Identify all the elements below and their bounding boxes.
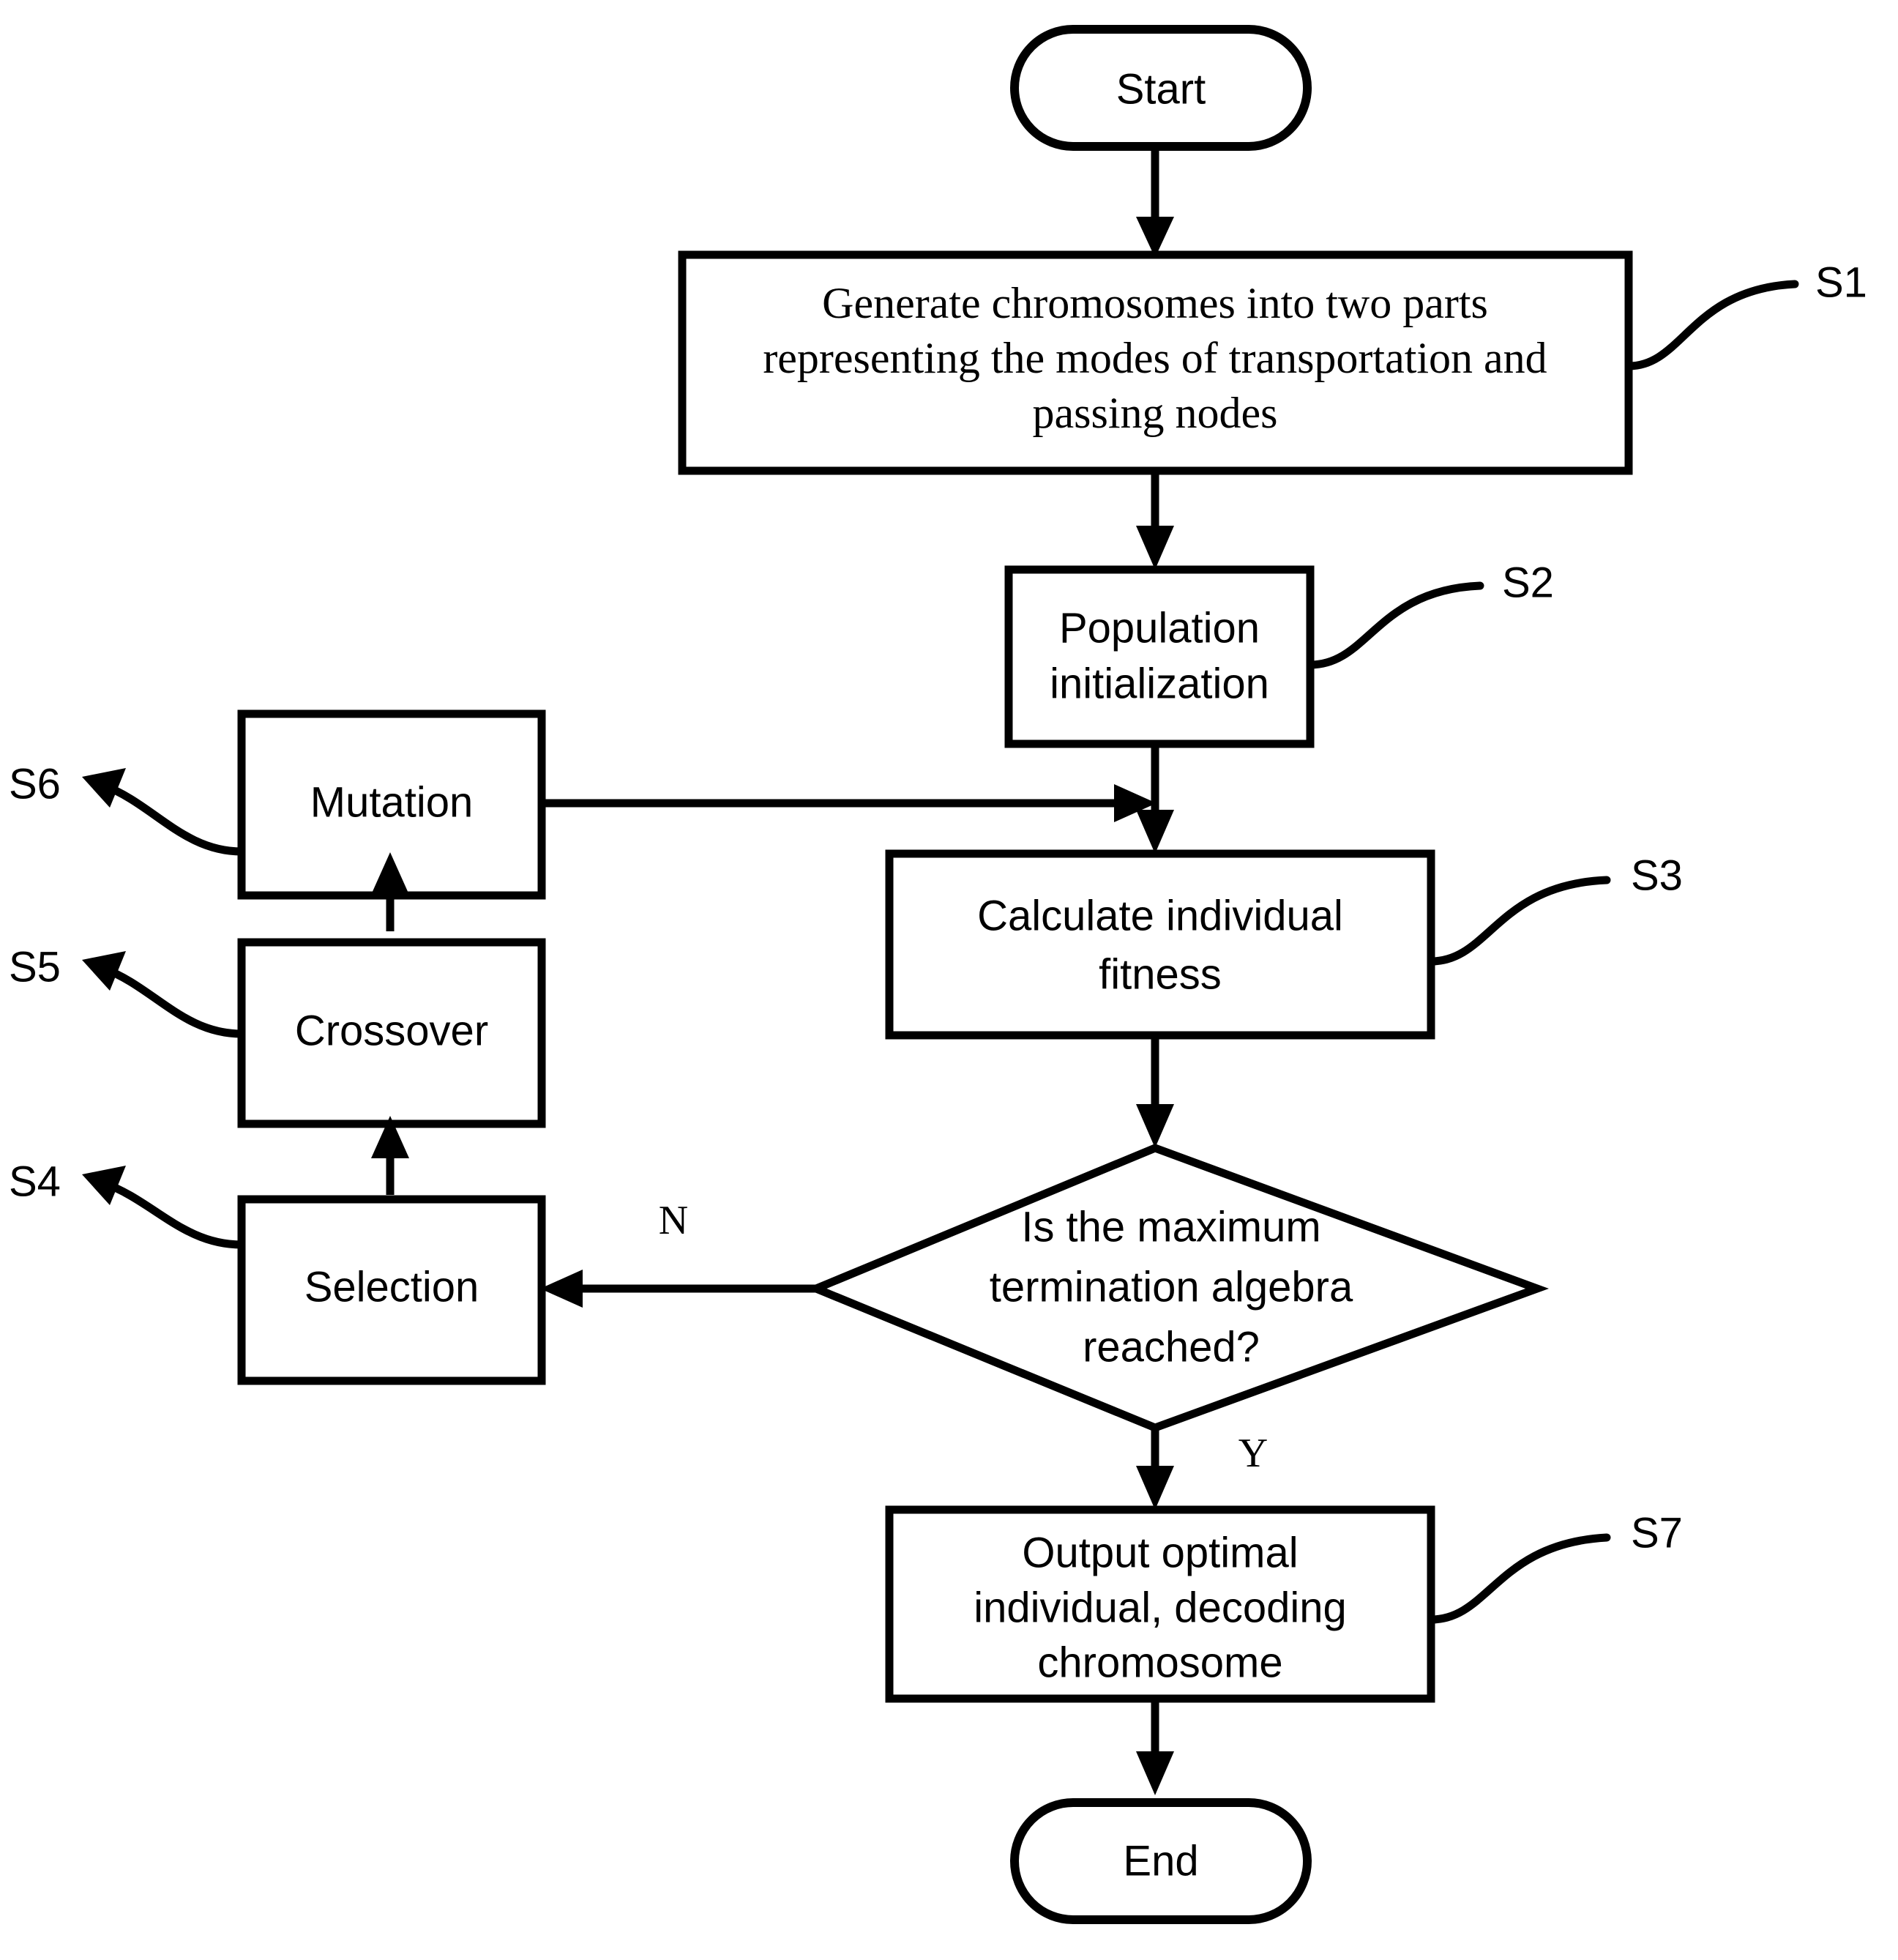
edge-start-to-s1 (1136, 146, 1174, 258)
leader-s1 (1624, 280, 1799, 370)
node-decision-line3: reached? (1083, 1323, 1260, 1371)
step-label-s2: S2 (1502, 559, 1554, 606)
node-s1-line1: Generate chromosomes into two parts (822, 279, 1488, 327)
leader-s7 (1427, 1533, 1611, 1624)
node-s7[interactable]: Output optimal individual, decoding chro… (885, 1505, 1435, 1703)
edge-s3-to-decision (1136, 1035, 1174, 1148)
node-s6-mutation[interactable]: Mutation (237, 709, 546, 900)
edge-decision-to-selection (540, 1270, 816, 1308)
edge-s7-to-end (1136, 1699, 1174, 1795)
node-s2-line2: initialization (1050, 660, 1269, 707)
edge-crossover-to-mutation (371, 852, 409, 931)
node-s4-selection[interactable]: Selection (237, 1195, 546, 1385)
node-decision-line1: Is the maximum (1021, 1203, 1320, 1251)
node-decision[interactable]: Is the maximum termination algebra reach… (805, 1144, 1550, 1432)
leader-s3 (1427, 876, 1611, 966)
node-start[interactable]: Start (1010, 25, 1312, 151)
step-label-s1: S1 (1815, 258, 1867, 306)
node-s1-line3: passing nodes (1033, 389, 1278, 437)
node-s1-line2: representing the modes of transportation… (763, 334, 1547, 382)
edge-s2-to-s3 (1136, 744, 1174, 854)
node-s5-crossover[interactable]: Crossover (237, 938, 546, 1128)
node-s3[interactable]: Calculate individual fitness (885, 849, 1435, 1040)
leader-s2 (1306, 581, 1484, 669)
step-label-s6: S6 (9, 760, 61, 808)
edge-mutation-to-main (542, 784, 1157, 822)
branch-label-no: N (659, 1198, 688, 1243)
node-start-label: Start (1116, 65, 1206, 113)
step-label-s4: S4 (9, 1158, 61, 1205)
node-decision-line2: termination algebra (990, 1263, 1353, 1311)
node-end[interactable]: End (1010, 1798, 1312, 1924)
edge-decision-to-s7 (1136, 1428, 1174, 1510)
edge-selection-to-crossover (371, 1116, 409, 1195)
step-label-s3: S3 (1631, 852, 1683, 899)
node-s1[interactable]: Generate chromosomes into two parts repr… (678, 250, 1633, 475)
node-s7-line3: chromosome (1037, 1639, 1282, 1686)
node-s2-line1: Population (1059, 604, 1260, 652)
node-s3-line1: Calculate individual (977, 892, 1343, 939)
edge-s1-to-s2 (1136, 471, 1174, 570)
leader-s4 (82, 1166, 246, 1249)
node-s6-label: Mutation (310, 778, 473, 826)
node-s2[interactable]: Population initialization (1004, 565, 1315, 748)
leader-s6 (82, 768, 246, 856)
step-label-s7: S7 (1631, 1509, 1683, 1557)
step-label-s5: S5 (9, 943, 61, 991)
node-end-label: End (1123, 1837, 1198, 1885)
node-s3-line2: fitness (1099, 950, 1222, 998)
leader-s5 (82, 951, 246, 1038)
node-s5-label: Crossover (295, 1007, 488, 1054)
node-s4-label: Selection (304, 1263, 479, 1311)
branch-label-yes: Y (1238, 1431, 1268, 1476)
node-s7-line2: individual, decoding (974, 1584, 1346, 1631)
node-s7-line1: Output optimal (1022, 1529, 1298, 1576)
